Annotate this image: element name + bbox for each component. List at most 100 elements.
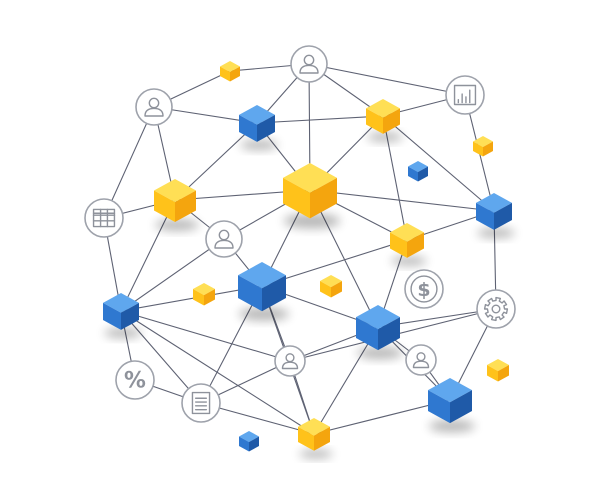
cube-left-face bbox=[298, 426, 314, 451]
connection-line bbox=[382, 115, 495, 212]
cube-right-face bbox=[418, 166, 428, 182]
cube-top-face bbox=[428, 378, 472, 403]
cube-right-face bbox=[204, 289, 215, 306]
cube-left-face bbox=[473, 141, 483, 157]
percent-symbol: % bbox=[124, 369, 146, 394]
cube-top-face bbox=[103, 293, 139, 313]
cube-right-face bbox=[407, 232, 424, 258]
dollar-icon-node: $ bbox=[404, 269, 444, 309]
cube-left-face bbox=[220, 66, 230, 82]
cube-shadow bbox=[367, 132, 403, 142]
connection-line bbox=[103, 106, 155, 219]
cube-right-face bbox=[310, 177, 337, 219]
cube-top-face bbox=[283, 163, 337, 193]
cube-shadow bbox=[356, 346, 404, 360]
connection-line bbox=[256, 115, 384, 124]
document-icon bbox=[191, 391, 211, 415]
cube-left-face bbox=[366, 108, 383, 134]
blue-cube-node bbox=[238, 262, 286, 312]
user-icon-node bbox=[274, 345, 306, 377]
cube-right-face bbox=[314, 426, 330, 451]
cube-top-face bbox=[154, 179, 196, 203]
cube-shadow bbox=[299, 449, 333, 459]
gear-icon-node bbox=[476, 289, 516, 329]
cube-right-face bbox=[498, 365, 509, 382]
blue-cube-node bbox=[476, 193, 512, 230]
icon-ring bbox=[84, 198, 124, 238]
blue-cube-node bbox=[103, 293, 139, 330]
document-icon-node bbox=[181, 383, 221, 423]
cube-left-face bbox=[193, 289, 204, 306]
user-icon-node bbox=[135, 88, 173, 126]
cube-left-face bbox=[239, 114, 257, 142]
cube-top-face bbox=[193, 283, 215, 296]
connection-line bbox=[313, 326, 379, 435]
blue-cube-node bbox=[356, 305, 400, 351]
cube-top-face bbox=[356, 305, 400, 330]
user-icon bbox=[144, 97, 164, 117]
cube-right-face bbox=[230, 66, 240, 82]
cube-left-face bbox=[408, 166, 418, 182]
cube-top-face bbox=[487, 359, 509, 372]
percent-icon: % bbox=[124, 369, 146, 394]
connection-line bbox=[120, 310, 315, 435]
icon-ring bbox=[445, 75, 485, 115]
cube-shadow bbox=[428, 419, 476, 433]
cube-top-face bbox=[320, 275, 342, 288]
blue-cube-node bbox=[428, 378, 472, 424]
orange-cube-node bbox=[473, 136, 493, 157]
cube-left-face bbox=[238, 275, 262, 312]
cube-left-face bbox=[390, 232, 407, 258]
connection-line bbox=[120, 238, 225, 312]
orange-cube-node bbox=[154, 179, 196, 223]
cube-top-face bbox=[298, 418, 330, 436]
cube-left-face bbox=[103, 302, 121, 330]
cube-right-face bbox=[175, 190, 196, 223]
connection-line bbox=[313, 399, 451, 435]
icon-ring bbox=[181, 383, 221, 423]
cube-shadow bbox=[283, 213, 341, 229]
icon-ring bbox=[115, 360, 155, 400]
icon-ring bbox=[476, 289, 516, 329]
cube-shadow bbox=[154, 219, 200, 231]
connection-line bbox=[309, 189, 379, 328]
bar-chart-icon bbox=[453, 84, 477, 106]
cube-right-face bbox=[249, 436, 259, 452]
cube-left-face bbox=[428, 390, 450, 424]
connection-line bbox=[120, 310, 291, 362]
cube-top-face bbox=[476, 193, 512, 213]
user-icon-node bbox=[205, 220, 243, 258]
cube-right-face bbox=[378, 317, 400, 351]
cube-right-face bbox=[262, 275, 286, 312]
table-icon bbox=[92, 208, 116, 228]
cube-top-face bbox=[238, 262, 286, 289]
network-nodes: $% bbox=[84, 45, 516, 452]
cube-shadow bbox=[238, 307, 290, 321]
user-icon-node bbox=[405, 344, 437, 376]
cube-left-face bbox=[239, 436, 249, 452]
user-icon bbox=[299, 54, 319, 74]
cube-right-face bbox=[383, 108, 400, 134]
orange-cube-node bbox=[193, 283, 215, 306]
icon-ring bbox=[135, 88, 173, 126]
cube-right-face bbox=[450, 390, 472, 424]
bar-chart-icon-node bbox=[445, 75, 485, 115]
icon-ring bbox=[205, 220, 243, 258]
connection-line bbox=[261, 239, 408, 287]
orange-cube-node bbox=[298, 418, 330, 451]
orange-cube-node bbox=[320, 275, 342, 298]
orange-cube-node bbox=[366, 99, 400, 134]
gear-icon bbox=[483, 296, 509, 322]
cube-shadow bbox=[104, 327, 142, 339]
cube-left-face bbox=[356, 317, 378, 351]
table-icon-node bbox=[84, 198, 124, 238]
connection-line bbox=[308, 63, 466, 96]
cube-left-face bbox=[320, 281, 331, 298]
connection-line bbox=[309, 189, 495, 212]
user-icon bbox=[281, 353, 299, 370]
cube-left-face bbox=[283, 177, 310, 219]
cube-right-face bbox=[483, 141, 493, 157]
user-icon bbox=[412, 352, 430, 369]
